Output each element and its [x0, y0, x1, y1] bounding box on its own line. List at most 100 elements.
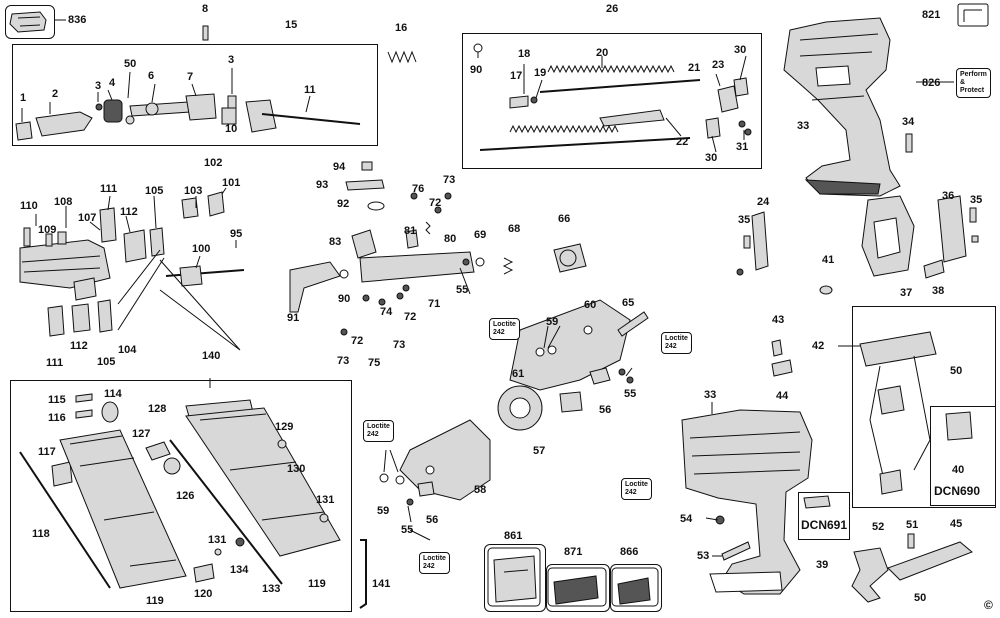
part-label: 40: [952, 464, 965, 476]
part-label: 117: [38, 446, 56, 458]
housing-half-top: [783, 17, 901, 197]
part-label: 866: [620, 546, 639, 558]
magazine-assembly: [19, 393, 367, 609]
part-label: 55: [624, 388, 637, 400]
part-label: 119: [146, 595, 164, 607]
screw-part-34: [905, 133, 913, 153]
loctite-note: Loctite 242: [419, 552, 450, 574]
part-label: 133: [262, 583, 281, 595]
spring-part-16: [387, 50, 417, 64]
part-label: 35: [738, 214, 751, 226]
note-line: 242: [423, 563, 435, 570]
part-label: 90: [470, 64, 483, 76]
part-label: 109: [38, 224, 57, 236]
part-label: 11: [304, 84, 316, 96]
part-label: 119: [308, 578, 326, 590]
part-label: 68: [508, 223, 521, 235]
part-label: 90: [338, 293, 351, 305]
note-line: &: [960, 79, 966, 86]
part-label: 73: [393, 339, 406, 351]
part-label: 15: [285, 19, 298, 31]
part-label: 66: [558, 213, 571, 225]
part-label: 30: [734, 44, 747, 56]
part-label: 83: [329, 236, 342, 248]
side-parts: [736, 195, 979, 377]
part-label: 4: [109, 77, 116, 89]
part-label: 826: [922, 77, 941, 89]
part-label: 55: [401, 524, 414, 536]
trigger-parts: [289, 161, 587, 336]
part-label: 80: [444, 233, 457, 245]
part-label: 2: [52, 88, 59, 100]
note-line: Perform: [960, 71, 987, 78]
part-label: 76: [412, 183, 425, 195]
part-label: 57: [533, 445, 546, 457]
part-label: 140: [202, 350, 221, 362]
plate-and-motor: [379, 299, 649, 506]
part-label: 60: [584, 299, 597, 311]
part-label: 105: [97, 356, 116, 368]
part-label: 101: [222, 177, 241, 189]
accessory-icons: [957, 3, 989, 27]
frame-871: [546, 564, 610, 612]
part-label: 100: [192, 243, 211, 255]
part-label: 130: [287, 463, 306, 475]
screw-part-8: [202, 25, 209, 41]
part-label: 43: [772, 314, 785, 326]
loctite-note: Loctite 242: [489, 318, 520, 340]
part-label: 105: [145, 185, 164, 197]
part-label: 19: [534, 67, 547, 79]
screws-53-54: [715, 515, 751, 561]
part-label: 21: [688, 62, 701, 74]
part-label: 73: [443, 174, 456, 186]
part-label: 65: [622, 297, 635, 309]
bracket-part-39: [803, 495, 831, 509]
part-label: 56: [426, 514, 439, 526]
part-label: 107: [78, 212, 97, 224]
note-line: 242: [625, 489, 637, 496]
handle-parts: [851, 533, 973, 603]
switch-assembly-42: [859, 331, 973, 495]
part-label: 72: [404, 311, 417, 323]
part-label: 821: [922, 9, 941, 21]
part-label: 16: [395, 22, 408, 34]
part-label: 6: [148, 70, 155, 82]
part-label: 103: [184, 185, 203, 197]
part-label: 42: [812, 340, 825, 352]
loctite-note: Loctite 242: [621, 478, 652, 500]
note-line: Loctite: [493, 321, 516, 328]
part-label: 23: [712, 59, 725, 71]
part-label: 871: [564, 546, 583, 558]
case-and-batteries: [487, 547, 659, 607]
part-label: 50: [124, 58, 137, 70]
part-label: 34: [902, 116, 915, 128]
note-line: Loctite: [665, 335, 688, 342]
part-label: 112: [120, 206, 138, 218]
frame-dcn690: [930, 406, 996, 506]
part-label: 36: [942, 190, 955, 202]
part-label: 69: [474, 229, 487, 241]
part-label: 18: [518, 48, 531, 60]
assembly-15-parts: [15, 93, 361, 141]
part-label: 93: [316, 179, 329, 191]
frame-866: [610, 564, 662, 612]
part-label: 861: [504, 530, 523, 542]
part-label: 59: [546, 316, 559, 328]
part-label: 73: [337, 355, 350, 367]
part-label: 54: [680, 513, 693, 525]
part-label: 41: [822, 254, 835, 266]
part-label: 20: [596, 47, 609, 59]
loctite-note: Loctite 242: [661, 332, 692, 354]
note-line: 242: [665, 343, 677, 350]
part-label: 22: [676, 136, 689, 148]
note-line: 242: [493, 329, 505, 336]
part-label: 50: [914, 592, 927, 604]
nose-assembly-parts: [19, 191, 245, 337]
part-label: 35: [970, 194, 983, 206]
part-label: 45: [950, 518, 963, 530]
part-label: 75: [368, 357, 381, 369]
part-label: 81: [404, 225, 417, 237]
part-label: 3: [95, 80, 102, 92]
part-label: 836: [68, 14, 87, 26]
